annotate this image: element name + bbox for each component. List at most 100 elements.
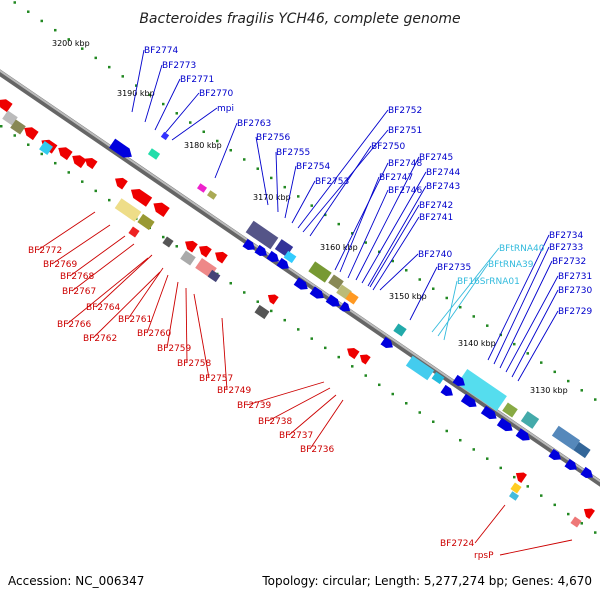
scale-dot [364,241,367,244]
gene-reverse [24,127,39,141]
gene-reverse [130,188,153,207]
gene-other [393,323,407,337]
leader-line [166,281,179,349]
scale-dot [229,148,232,152]
leader-line [302,129,389,233]
gene-other [328,274,344,290]
scale-dot [283,318,286,322]
scale-dot [472,315,475,318]
gene-reverse [583,508,595,519]
scale-dot [432,287,435,290]
gene-label-reverse: BF2759 [157,344,192,354]
scale-dot [580,389,583,392]
scale-dot [405,402,408,405]
scale-dot [594,531,597,534]
gene-label-reverse: BF2737 [279,431,313,441]
gene-label-reverse: BF2772 [28,246,62,256]
scale-dot [513,475,516,479]
gene-forward [160,131,170,141]
scale-dot [378,383,381,387]
gene-forward [564,458,577,471]
scale-dot [13,1,16,4]
gene-label-reverse: BF2724 [440,539,475,549]
leader-line [193,293,210,379]
scale-dot [40,152,43,156]
gene-label-reverse: BF2769 [43,260,78,270]
scale-dot [337,222,340,226]
gene-reverse [115,177,128,190]
gene-reverse [0,99,13,113]
leader-line [443,280,458,341]
scale-dot [148,93,151,97]
leader-line [505,275,559,373]
gene-other [573,441,591,459]
leader-line [431,247,500,333]
leader-line [144,64,163,123]
label-leader-lines [37,49,573,556]
gene-label-forward: BF2731 [558,272,592,282]
gene-label-forward: BF2747 [379,173,413,183]
gene-forward [276,257,289,270]
scale-dot [486,324,489,327]
gene-other [147,148,161,160]
gene-reverse [570,516,582,528]
gene-forward [460,393,477,408]
gene-reverse [267,294,279,305]
gene-label-reverse: BF2764 [86,303,121,313]
gene-other [180,250,196,266]
leader-line [221,317,228,391]
gene-other [162,236,174,248]
kbp-label: 3200 kbp [52,39,90,48]
scale-dot [81,180,84,183]
leader-line [131,49,145,113]
leader-line [288,394,337,436]
gene-forward [515,428,530,441]
leader-line [146,274,169,334]
scale-dot [553,503,556,507]
leader-line [367,185,427,287]
gene-forward [580,466,593,479]
kbp-label: 3180 kbp [184,141,222,150]
scale-dot [256,167,259,170]
scale-dot [378,250,381,254]
scale-dot [418,411,421,414]
gene-reverse [185,240,198,253]
scale-dot [486,457,489,460]
gene-label-forward: BF2740 [418,250,453,260]
scale-dot [499,466,502,470]
scale-dot [162,102,165,106]
gene-label-forward: BF2729 [558,307,593,317]
gene-label-forward: BF2744 [426,168,461,178]
scale-dot [283,185,286,189]
gene-label-reverse: BF2757 [199,374,233,384]
gene-label-reverse: BF2738 [258,417,293,427]
gene-rna [283,250,297,264]
scale-dot [81,47,84,50]
scale-dot [94,56,97,60]
gene-other [207,190,217,200]
gene-rna [405,355,435,381]
gene-forward [309,286,324,299]
leader-line [361,171,427,284]
leader-line [297,109,389,229]
gene-label-forward: BF2750 [371,142,406,152]
gene-other [245,220,279,250]
gene-label-reverse: rpsP [474,551,494,561]
gene-rna [509,491,519,501]
scale-dot [567,512,570,516]
gene-label-forward: BF2751 [388,126,422,136]
scale-dot [67,171,70,174]
gene-label-reverse: BF2761 [118,315,152,325]
gene-other [114,198,142,222]
gene-label-forward: BF2754 [296,162,331,172]
scale-dot [27,10,30,13]
gene-reverse [199,245,212,258]
gene-label-forward: BF2773 [162,61,196,71]
gene-label-reverse: BF2736 [300,445,335,455]
leader-line [499,539,573,556]
gene-reverse [347,347,360,360]
scale-dot [526,485,529,488]
scale-dot [108,198,111,202]
